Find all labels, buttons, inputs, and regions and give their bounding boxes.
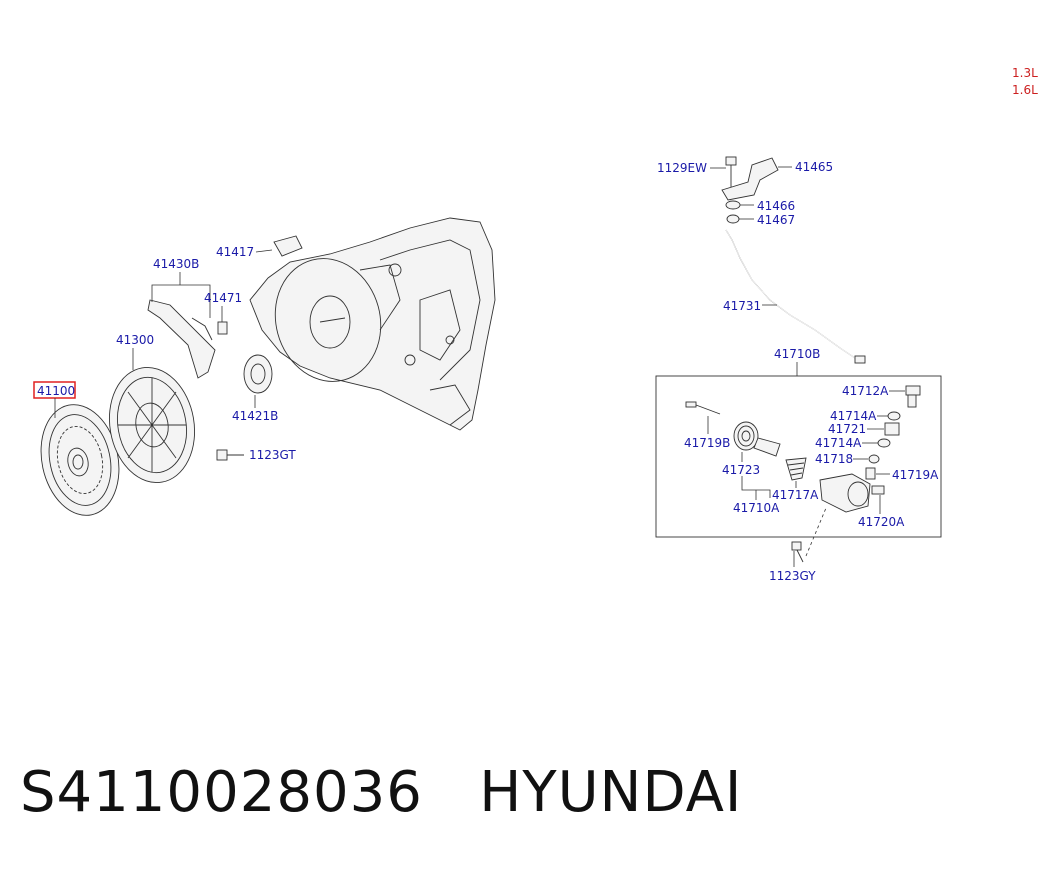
bolt-1129EW-drawing [725, 156, 737, 190]
part-label-41100[interactable]: 41100 [37, 384, 75, 398]
footer-part-number: S4110028036 [20, 760, 423, 825]
part-label-1123GT[interactable]: 1123GT [249, 448, 296, 462]
part-label-41721[interactable]: 41721 [828, 422, 866, 436]
pivot-bolt-drawing [217, 306, 228, 335]
cap-41718-drawing [868, 454, 880, 464]
assembly-group-box [655, 375, 942, 538]
part-label-41300[interactable]: 41300 [116, 333, 154, 347]
clutch-disc-drawing [40, 404, 120, 516]
clutch-hose-drawing [725, 229, 859, 361]
release-bearing-drawing [243, 354, 273, 394]
variant-label-2: 1.6L [1012, 83, 1038, 97]
release-fork-drawing [147, 299, 216, 379]
washer-41467-drawing [726, 214, 740, 224]
part-label-41430B[interactable]: 41430B [153, 257, 199, 271]
boot-drawing [273, 235, 303, 257]
part-label-1123GY[interactable]: 1123GY [769, 569, 816, 583]
bolt-1123GY-drawing [791, 541, 804, 563]
union-41721-drawing [884, 422, 900, 436]
part-label-41718[interactable]: 41718 [815, 452, 853, 466]
spring-41717A-drawing [785, 457, 807, 481]
part-label-41717A[interactable]: 41717A [772, 488, 819, 502]
part-label-41723[interactable]: 41723 [722, 463, 760, 477]
part-label-41421B[interactable]: 41421B [232, 409, 278, 423]
part-label-41471[interactable]: 41471 [204, 291, 242, 305]
washer-41714A-1-drawing [887, 411, 901, 421]
screw-41719A-drawing [865, 467, 876, 480]
bracket-41465-drawing [721, 157, 779, 201]
variant-label-1: 1.3L [1012, 66, 1038, 80]
washer-41714A-2-drawing [877, 438, 891, 448]
part-label-41417[interactable]: 41417 [216, 245, 254, 259]
part-label-41466[interactable]: 41466 [757, 199, 795, 213]
transmission-housing-drawing [249, 217, 496, 431]
bolt-1123GT-drawing [216, 449, 244, 461]
release-cylinder-drawing [819, 473, 885, 513]
push-rod-41719B-drawing [685, 401, 721, 415]
footer-brand: HYUNDAI [479, 760, 743, 825]
part-label-1129EW[interactable]: 1129EW [657, 161, 707, 175]
bleeder-41712A-drawing [905, 385, 921, 408]
part-label-41719B[interactable]: 41719B [684, 436, 730, 450]
footer-caption: S4110028036 HYUNDAI [20, 760, 742, 825]
part-label-41465[interactable]: 41465 [795, 160, 833, 174]
part-label-41710B[interactable]: 41710B [774, 347, 820, 361]
part-label-41731[interactable]: 41731 [723, 299, 761, 313]
part-label-41720A[interactable]: 41720A [858, 515, 905, 529]
grommet-41466-drawing [725, 200, 741, 210]
part-label-41714A-2[interactable]: 41714A [815, 436, 862, 450]
part-label-41719A[interactable]: 41719A [892, 468, 939, 482]
part-label-41710A[interactable]: 41710A [733, 501, 780, 515]
part-label-41712A[interactable]: 41712A [842, 384, 889, 398]
part-label-41467[interactable]: 41467 [757, 213, 795, 227]
boot-41723-drawing [733, 421, 781, 457]
pressure-plate-drawing [108, 366, 196, 484]
part-label-41714A-1[interactable]: 41714A [830, 409, 877, 423]
highlight-box-41100 [33, 381, 76, 399]
